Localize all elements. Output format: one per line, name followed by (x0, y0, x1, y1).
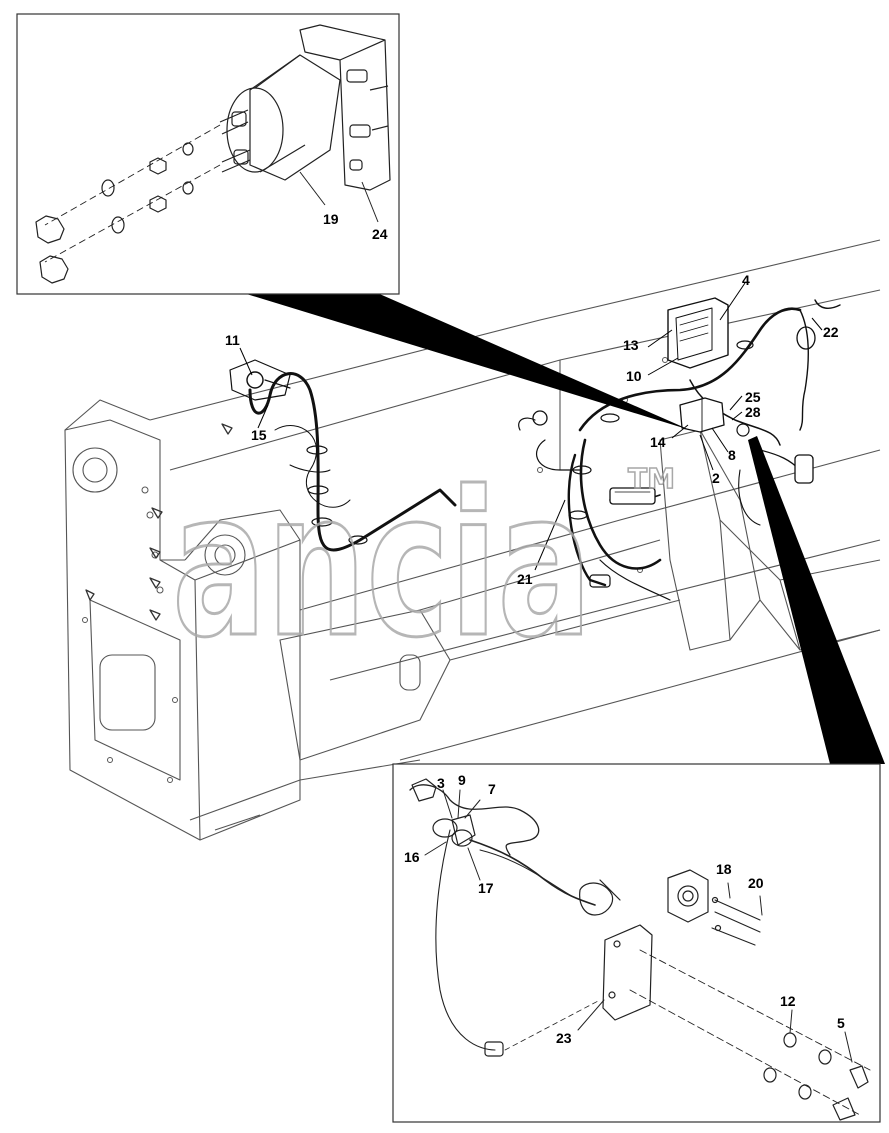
watermark: ancia TM (171, 448, 676, 684)
callout-13: 13 (623, 337, 639, 353)
detail-pointer-upper (240, 292, 690, 430)
wire-harness-right (518, 297, 841, 601)
callout-15: 15 (251, 427, 267, 443)
watermark-text: ancia (172, 449, 592, 682)
callout-10: 10 (626, 368, 642, 384)
callout-9: 9 (458, 772, 466, 788)
callout-19: 19 (323, 211, 339, 227)
callout-22: 22 (823, 324, 839, 340)
callout-11: 11 (225, 332, 240, 348)
callout-16: 16 (404, 849, 420, 865)
callout-4: 4 (742, 272, 750, 288)
callout-20: 20 (748, 875, 764, 891)
callout-leaders (239, 282, 823, 571)
callout-28: 28 (745, 404, 761, 420)
callout-8: 8 (728, 447, 736, 463)
watermark-trademark: TM (628, 462, 675, 495)
callout-3: 3 (437, 775, 445, 791)
callout-21: 21 (517, 571, 533, 587)
callout-24: 24 (372, 226, 388, 242)
callout-5: 5 (837, 1015, 845, 1031)
callout-23: 23 (556, 1030, 572, 1046)
callout-17: 17 (478, 880, 494, 896)
inset-detail-bottom (392, 763, 881, 1123)
detail-pointer-lower (748, 436, 885, 764)
callout-25: 25 (745, 389, 761, 405)
callout-7: 7 (488, 781, 496, 797)
callout-18: 18 (716, 861, 732, 877)
main-frame-drawing (64, 239, 881, 841)
callout-14: 14 (650, 434, 666, 450)
callout-12: 12 (780, 993, 796, 1009)
callout-labels: 11 15 4 22 13 10 25 28 14 8 2 21 19 24 3… (225, 211, 845, 1046)
callout-2: 2 (712, 470, 720, 486)
inset-detail-top (16, 13, 400, 295)
wire-harness-left (229, 359, 457, 552)
